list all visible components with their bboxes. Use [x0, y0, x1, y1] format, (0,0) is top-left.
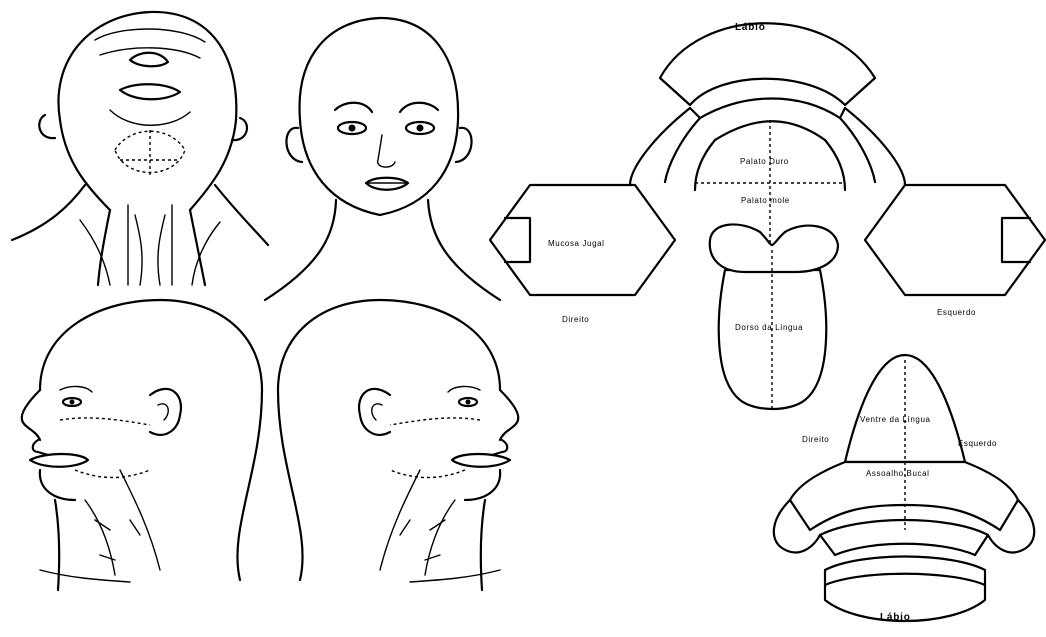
lower-lip-label: Lábio: [880, 612, 911, 623]
lower-left-side-label: Esquerdo: [958, 439, 997, 448]
tongue-ventral-label: Ventre da Língua: [860, 415, 931, 424]
buccal-mucosa-label: Mucosa Jugal: [548, 239, 605, 248]
upper-left-side-label: Esquerdo: [937, 308, 976, 317]
upper-right-side-label: Direito: [562, 315, 589, 324]
upper-lip-label: Lábio: [735, 22, 766, 33]
tongue-dorsum-label: Dorso da Língua: [735, 323, 803, 332]
lower-oral-map: [774, 355, 1034, 621]
upper-oral-map: [490, 23, 1045, 412]
lower-right-side-label: Direito: [802, 435, 829, 444]
upper-lip-region: [660, 23, 875, 105]
head-front-view: [265, 18, 500, 300]
head-right-profile: [22, 300, 262, 590]
soft-palate-label: Palato mole: [741, 196, 790, 205]
hard-palate-label: Palato Duro: [740, 157, 789, 166]
head-view-from-below: [12, 12, 268, 285]
head-left-profile: [278, 300, 518, 590]
mouth-floor-label: Assoalho Bucal: [866, 469, 930, 478]
buccal-mucosa-left-region: [865, 185, 1045, 295]
